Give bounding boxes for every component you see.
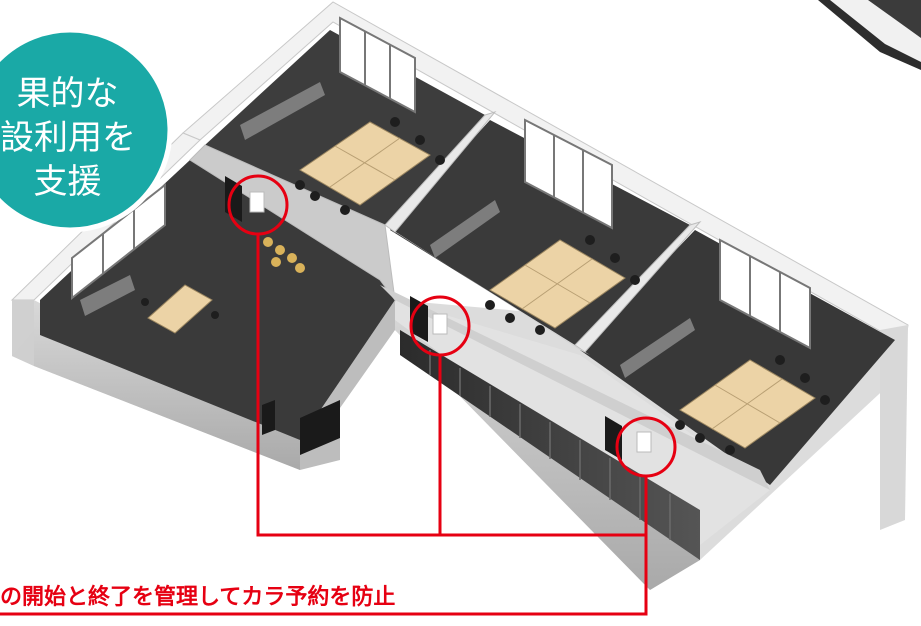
meeting-tables	[147, 121, 816, 449]
badge-line-2: 設利用を	[0, 118, 136, 158]
room-booking-panels	[249, 191, 652, 453]
windows	[71, 16, 811, 350]
badge-line-1: 果的な	[16, 74, 119, 114]
callout-connector	[256, 234, 648, 537]
doorways	[225, 176, 622, 460]
feature-badge-text: 果的な 設利用を 支援	[0, 72, 136, 204]
chairs	[141, 117, 830, 455]
feature-badge-circle	[0, 27, 173, 233]
caption-text: の開始と終了を管理してカラ予約を防止	[0, 585, 396, 610]
badge-line-3: 支援	[33, 162, 102, 202]
callout-markers	[0, 174, 677, 616]
glass-facade	[400, 330, 700, 560]
caption-underline	[0, 535, 648, 616]
lobby-chairs	[263, 237, 305, 273]
person-photo-corner	[818, 0, 921, 70]
sofas	[80, 82, 695, 378]
